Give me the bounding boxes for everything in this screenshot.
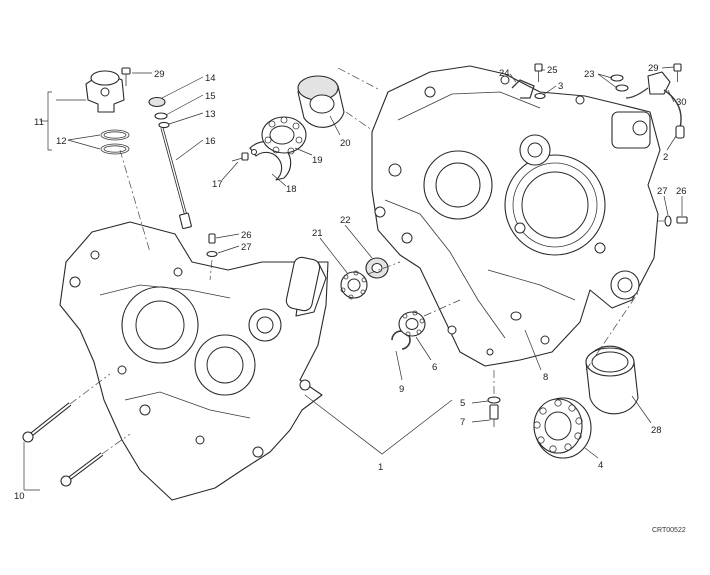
label-6: 6 bbox=[432, 362, 437, 373]
label-29-right: 29 bbox=[648, 63, 659, 74]
label-5: 5 bbox=[460, 398, 465, 409]
label-26-right: 26 bbox=[676, 186, 687, 197]
label-4: 4 bbox=[598, 460, 603, 471]
label-15: 15 bbox=[205, 91, 216, 102]
label-19: 19 bbox=[312, 155, 323, 166]
drawing-code: CRT00522 bbox=[652, 527, 686, 534]
label-3: 3 bbox=[558, 81, 563, 92]
seal-20 bbox=[297, 75, 345, 128]
right-crankcase-half bbox=[371, 65, 661, 367]
label-11: 11 bbox=[34, 117, 44, 128]
label-17: 17 bbox=[212, 179, 223, 190]
label-14: 14 bbox=[205, 73, 216, 84]
jet-5-plug-7 bbox=[487, 396, 501, 427]
left-crankcase-half bbox=[59, 221, 329, 501]
bearing-21 bbox=[340, 270, 368, 300]
label-21: 21 bbox=[312, 228, 323, 239]
label-10: 10 bbox=[14, 491, 25, 502]
seal-ring-28 bbox=[585, 345, 639, 415]
label-9: 9 bbox=[399, 384, 404, 395]
label-16: 16 bbox=[205, 136, 216, 147]
label-1: 1 bbox=[378, 462, 383, 473]
bracket-24-screw-25-washer-3 bbox=[511, 63, 546, 100]
bolts-10 bbox=[22, 402, 104, 487]
label-28: 28 bbox=[651, 425, 662, 436]
washers-13-14-15 bbox=[148, 96, 170, 129]
label-30: 30 bbox=[676, 97, 687, 108]
label-27-left: 27 bbox=[241, 242, 252, 253]
sensor-housing-11 bbox=[85, 70, 130, 155]
label-25: 25 bbox=[547, 65, 558, 76]
label-24: 24 bbox=[499, 68, 510, 79]
label-22: 22 bbox=[340, 215, 351, 226]
label-2: 2 bbox=[663, 152, 668, 163]
dowels-26-27-right bbox=[664, 215, 688, 227]
shaft-16 bbox=[160, 127, 192, 230]
label-18: 18 bbox=[286, 184, 297, 195]
bracket-11 bbox=[47, 91, 52, 151]
leader-lines bbox=[40, 66, 683, 459]
label-23: 23 bbox=[584, 69, 595, 80]
label-20: 20 bbox=[340, 138, 351, 149]
label-26-left: 26 bbox=[241, 230, 252, 241]
label-8: 8 bbox=[543, 372, 548, 383]
bracket-10 bbox=[23, 442, 40, 491]
bearing-19 bbox=[261, 116, 307, 155]
screw-29-left bbox=[121, 67, 131, 86]
label-12: 12 bbox=[56, 136, 67, 147]
bearing-4 bbox=[533, 397, 592, 459]
label-27-right: 27 bbox=[657, 186, 668, 197]
part-number-labels: 11 12 29 14 15 13 16 17 18 19 20 26 27 2… bbox=[14, 63, 687, 502]
assembly-axis-lines bbox=[69, 67, 664, 455]
label-29-left: 29 bbox=[154, 69, 165, 80]
label-7: 7 bbox=[460, 417, 465, 428]
label-13: 13 bbox=[205, 109, 216, 120]
sensor-30-with-fasteners bbox=[610, 63, 685, 139]
leader-1 bbox=[304, 394, 453, 455]
bearing-6 bbox=[398, 310, 426, 337]
dowels-26-27-left bbox=[206, 233, 218, 258]
